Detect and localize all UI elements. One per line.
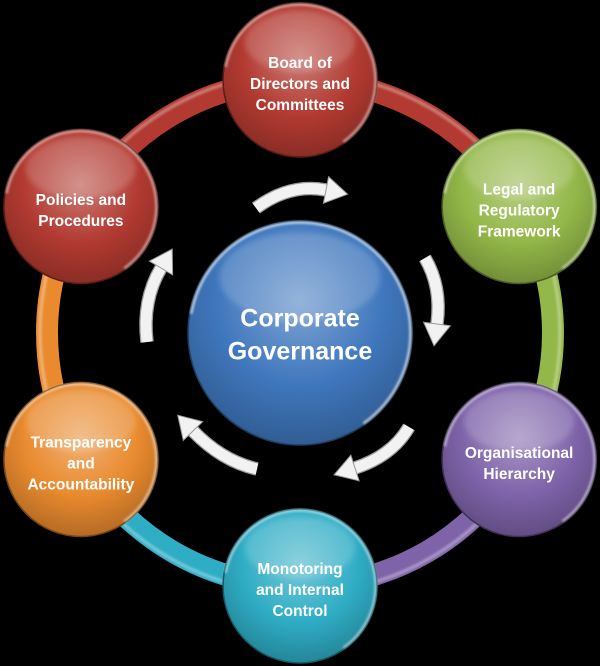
circle-gloss: [463, 137, 575, 199]
center-label-line: Corporate: [240, 305, 360, 333]
circle-rim-highlight: [224, 3, 377, 143]
circle-rim-highlight: [5, 382, 158, 523]
circle-rim-highlight: [189, 221, 412, 425]
circle-gloss: [244, 10, 356, 73]
node-label-line: and Internal: [256, 582, 344, 599]
flow-arrow-5: [139, 248, 174, 343]
node-label-line: Organisational: [465, 445, 574, 462]
circle-rim-highlight: [443, 129, 596, 270]
node-label-line: Framework: [478, 223, 561, 240]
circle-rim-highlight: [224, 509, 377, 649]
arrow-body: [189, 427, 259, 475]
arrow-head: [148, 248, 174, 276]
node-label-line: Control: [272, 603, 327, 620]
circle-gloss: [25, 137, 137, 199]
circle-rim-highlight: [5, 129, 158, 270]
arrow-body: [353, 424, 414, 474]
circle-gloss: [219, 232, 381, 322]
node-label-line: Procedures: [38, 213, 123, 230]
center-label-line: Governance: [228, 338, 373, 366]
node-label-line: Monotoring: [257, 561, 342, 578]
arrow-head: [177, 414, 204, 442]
flow-arrow-2: [419, 254, 452, 347]
arrow-body: [420, 255, 444, 325]
node-label-line: Legal and: [483, 181, 555, 198]
flow-arrow-4: [177, 414, 259, 476]
node-label-line: Committees: [256, 97, 345, 114]
arrow-body: [252, 182, 328, 213]
node-label-line: Hierarchy: [483, 466, 555, 483]
node-label-line: Board of: [268, 55, 333, 72]
node-label-line: Accountability: [27, 476, 134, 493]
circle-rim-highlight: [443, 382, 596, 523]
arrow-head: [422, 321, 452, 347]
arrow-body: [140, 265, 166, 343]
circle-gloss: [25, 390, 137, 452]
arrow-head: [322, 175, 349, 205]
circle-gloss: [244, 516, 356, 579]
node-label-line: Directors and: [250, 76, 350, 93]
node-label-line: Transparency: [30, 434, 131, 451]
circle-gloss: [463, 390, 575, 452]
node-label-line: and: [67, 455, 95, 472]
arrow-head: [333, 454, 360, 482]
flow-arrow-3: [333, 423, 415, 482]
flow-arrow-1: [252, 175, 349, 214]
node-label-line: Regulatory: [479, 202, 560, 219]
node-label-line: Policies and: [36, 192, 126, 209]
